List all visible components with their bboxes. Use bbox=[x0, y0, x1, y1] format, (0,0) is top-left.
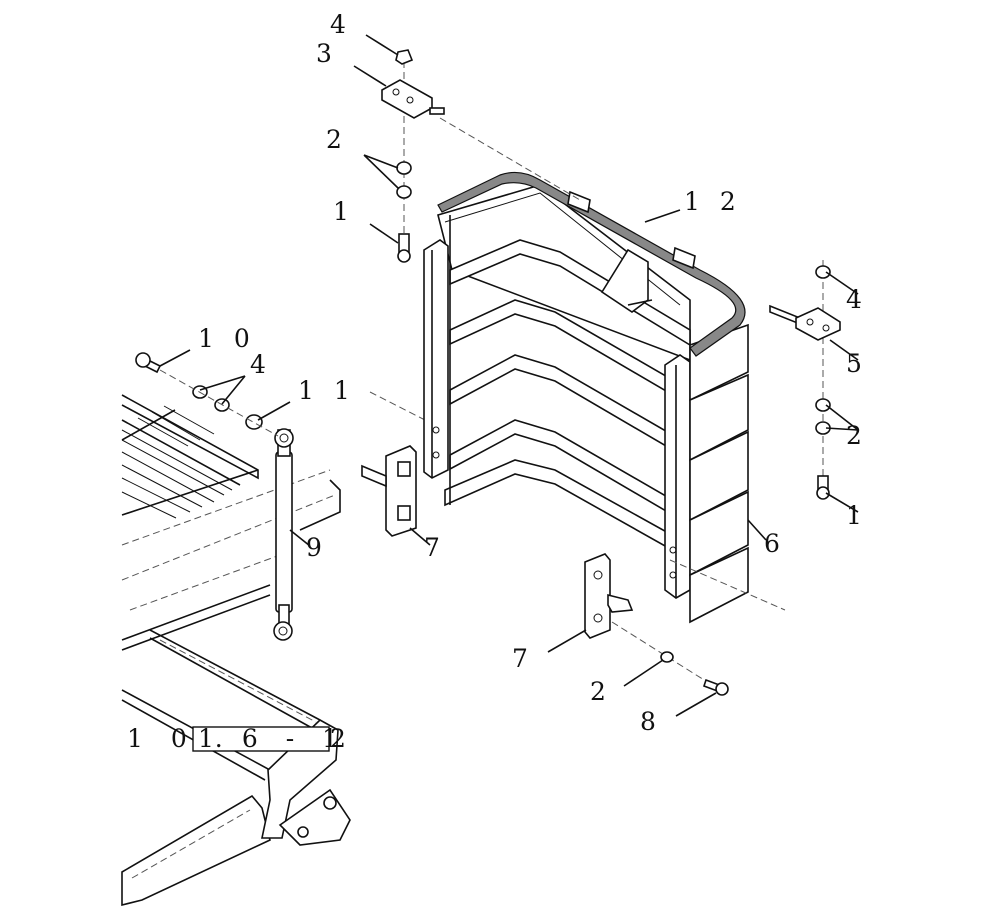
callout-1-right: 1 bbox=[846, 501, 868, 530]
reference-code: 1 0 . 1 6 - 1 2 bbox=[127, 724, 356, 753]
callout-4-left: 4 bbox=[250, 350, 272, 379]
box-panel bbox=[423, 184, 749, 624]
callout-9: 9 bbox=[306, 533, 328, 562]
hinge-plates bbox=[361, 445, 729, 696]
reference-boxed: 1 6 - 1 bbox=[198, 724, 348, 753]
callout-8: 8 bbox=[640, 707, 662, 736]
callout-5: 5 bbox=[846, 349, 868, 378]
upper-hardware bbox=[381, 49, 581, 263]
callout-6: 6 bbox=[764, 529, 786, 558]
reference-suffix: 2 bbox=[330, 724, 356, 753]
callout-7-upper: 7 bbox=[424, 533, 446, 562]
frame-assembly bbox=[121, 391, 426, 907]
callout-4-right: 4 bbox=[846, 285, 868, 314]
callout-3: 3 bbox=[316, 39, 338, 68]
callout-labels: 4 3 2 1 1 2 1 0 4 1 1 4 5 2 1 6 7 9 7 2 … bbox=[198, 10, 868, 736]
callout-10: 1 0 bbox=[198, 324, 256, 353]
callout-12: 1 2 bbox=[684, 187, 742, 216]
reference-box bbox=[192, 726, 330, 752]
handrail-pipe bbox=[437, 171, 746, 357]
left-hardware bbox=[135, 352, 279, 437]
leader-lines bbox=[159, 34, 859, 717]
callout-11: 1 1 bbox=[298, 376, 356, 405]
callout-2-bottom: 2 bbox=[590, 677, 612, 706]
gas-strut bbox=[273, 428, 294, 641]
callout-1-top: 1 bbox=[333, 197, 355, 226]
reference-prefix: 1 0 . bbox=[127, 724, 233, 753]
callout-7-lower: 7 bbox=[512, 644, 534, 673]
callout-2-top: 2 bbox=[326, 125, 348, 154]
callout-4-top: 4 bbox=[330, 10, 352, 39]
callout-2-right: 2 bbox=[846, 421, 868, 450]
